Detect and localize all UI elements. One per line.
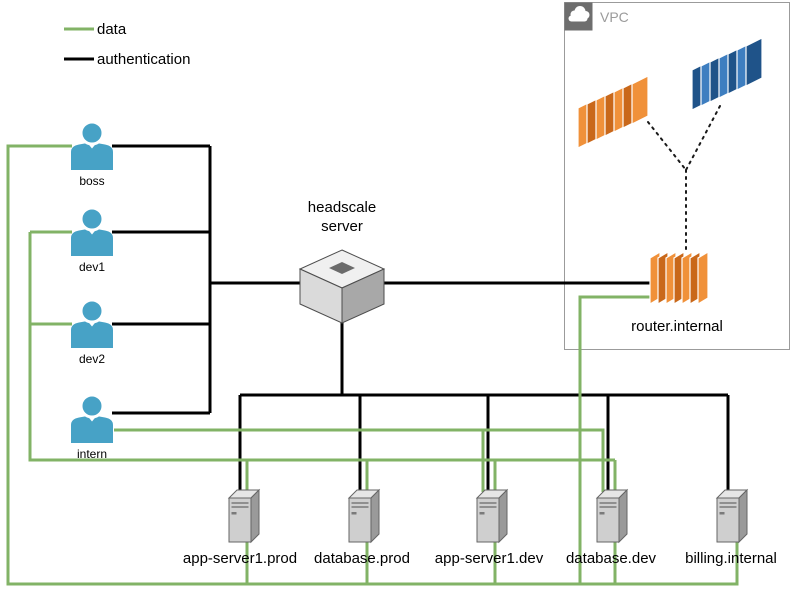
- headscale-label-line1: headscale: [307, 199, 377, 216]
- server-label-app-server1-prod: app-server1.prod: [182, 550, 298, 567]
- user-icon-dev2: [69, 298, 115, 350]
- server-label-billing-internal: billing.internal: [685, 550, 777, 567]
- vpc-title: VPC: [600, 9, 629, 25]
- user-icon-intern: [69, 393, 115, 445]
- cloud-icon: [568, 6, 590, 22]
- data-dev-links: [28, 230, 617, 492]
- user-label-dev1: dev1: [78, 260, 106, 274]
- vpc-instances-blue-icon: [691, 37, 763, 111]
- router-stack-icon: [649, 250, 709, 306]
- headscale-label: headscale server: [308, 199, 376, 237]
- server-icon-billing-internal: [716, 489, 748, 543]
- auth-server-links: [238, 393, 730, 492]
- server-icon-app-server1-dev: [476, 489, 508, 543]
- server-icon-app-server1-prod: [228, 489, 260, 543]
- auth-user-links: [112, 144, 212, 415]
- user-label-intern: intern: [76, 447, 108, 461]
- legend-auth-label: authentication: [97, 51, 191, 68]
- server-label-database-prod: database.prod: [314, 550, 410, 567]
- user-icon-dev1: [69, 206, 115, 258]
- server-label-app-server1-dev: app-server1.dev: [434, 550, 544, 567]
- data-boss-links: [6, 144, 739, 586]
- user-icon-boss: [69, 120, 115, 172]
- vpc-instances-orange-icon: [577, 75, 649, 149]
- server-icon-database-prod: [348, 489, 380, 543]
- headscale-label-line2: server: [321, 217, 363, 235]
- user-label-boss: boss: [79, 174, 105, 188]
- data-intern-links: [114, 428, 605, 492]
- data-router-link: [578, 295, 652, 584]
- headscale-cube-icon: [298, 249, 386, 324]
- router-label: router.internal: [631, 318, 723, 335]
- user-label-dev2: dev2: [78, 352, 106, 366]
- server-label-database-dev: database.dev: [565, 550, 657, 567]
- legend-data-label: data: [97, 21, 127, 38]
- server-icon-database-dev: [596, 489, 628, 543]
- vpc-dotted-links: [647, 105, 721, 251]
